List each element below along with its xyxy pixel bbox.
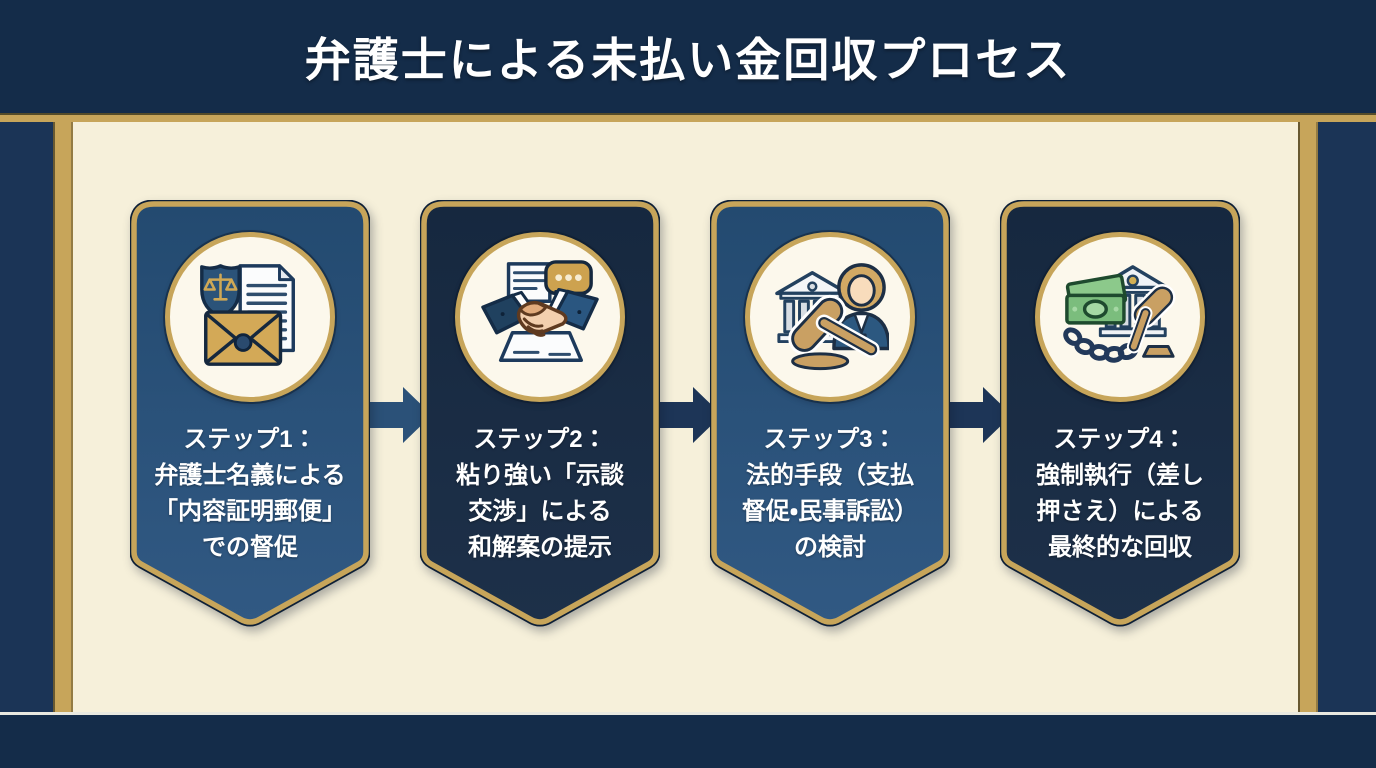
step-icon-circle [745, 232, 915, 402]
step-icon-circle [165, 232, 335, 402]
left-navy-band [0, 122, 53, 712]
step-text-2: ステップ2： 粘り強い「示談 交渉」による 和解案の提示 [456, 426, 624, 561]
flow-arrow-3 [937, 387, 1012, 443]
left-gold-stripe [53, 122, 73, 712]
step-text-3: ステップ3： 法的手段（支払 督促・民事訴訟） の検討 [741, 426, 919, 561]
step-text-1: ステップ1： 弁護士名義による 「内容証明郵便」 での督促 [154, 426, 346, 561]
negotiation-handshake-icon [481, 260, 599, 362]
flow-arrow-1 [357, 387, 432, 443]
step-icon-circle [1035, 232, 1205, 402]
step-banner-3: ステップ3： 法的手段（支払 督促・民事訴訟） の検討 [710, 200, 950, 630]
certified-mail-icon [200, 264, 295, 366]
court-gavel-icon [775, 263, 889, 371]
flow-arrow-2 [647, 387, 722, 443]
content-panel: ステップ1： 弁護士名義による 「内容証明郵便」 での督促 [73, 122, 1298, 712]
step-banner-2: ステップ2： 粘り強い「示談 交渉」による 和解案の提示 [420, 200, 660, 630]
right-gold-stripe [1298, 122, 1318, 712]
header: 弁護士による未払い金回収プロセス [0, 0, 1376, 113]
enforcement-seizure-icon [1063, 265, 1176, 363]
page-title: 弁護士による未払い金回収プロセス [304, 33, 1072, 86]
step-icon-circle [455, 232, 625, 402]
step-banner-4: ステップ4： 強制執行（差し 押さえ）による 最終的な回収 [1000, 200, 1240, 630]
step-banner-1: ステップ1： 弁護士名義による 「内容証明郵便」 での督促 [130, 200, 370, 630]
step-text-4: ステップ4： 強制執行（差し 押さえ）による 最終的な回収 [1036, 426, 1204, 561]
main-row: ステップ1： 弁護士名義による 「内容証明郵便」 での督促 [0, 122, 1376, 712]
gold-divider [0, 113, 1376, 122]
footer-band [0, 712, 1376, 768]
right-navy-band [1318, 122, 1376, 712]
